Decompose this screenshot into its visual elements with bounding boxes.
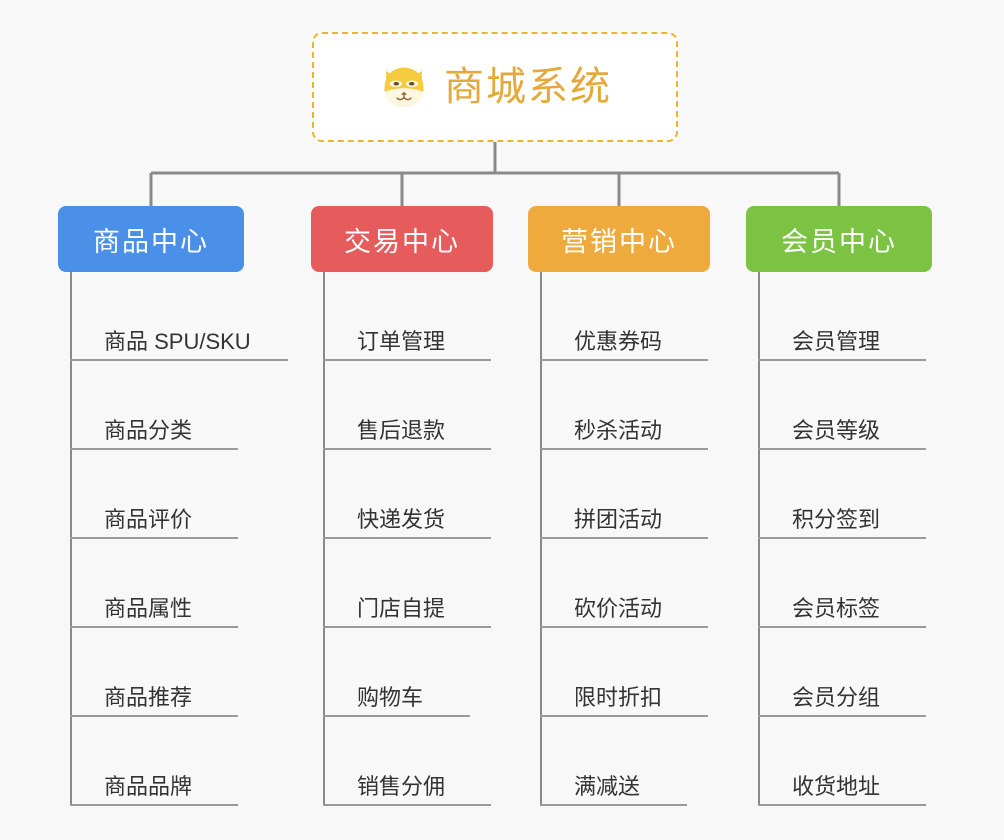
leaf-item-label: 商品 SPU/SKU: [104, 328, 251, 354]
leaf-item[interactable]: 商品评价: [70, 450, 244, 539]
leaf-item[interactable]: 会员标签: [758, 539, 932, 628]
leaf-underline: [540, 804, 687, 806]
leaf-underline: [540, 359, 708, 361]
leaf-item-label: 积分签到: [792, 506, 881, 532]
leaf-item-label: 门店自提: [357, 595, 446, 621]
branch-spine: [70, 272, 72, 806]
leaf-item-label: 订单管理: [357, 328, 446, 354]
leaf-item-label: 商品分类: [104, 417, 193, 443]
leaf-item-label: 商品推荐: [104, 684, 193, 710]
branch-header-label: 会员中心: [781, 226, 897, 257]
leaf-underline: [323, 715, 470, 717]
leaf-underline: [70, 537, 238, 539]
leaf-underline: [758, 804, 926, 806]
leaf-underline: [540, 626, 708, 628]
leaf-item[interactable]: 商品 SPU/SKU: [70, 272, 288, 361]
leaf-item[interactable]: 限时折扣: [540, 628, 710, 717]
leaf-item[interactable]: 销售分佣: [323, 717, 493, 806]
branch-header-label: 商品中心: [93, 226, 209, 257]
leaf-underline: [758, 626, 926, 628]
leaf-item[interactable]: 售后退款: [323, 361, 493, 450]
root-node[interactable]: 商城系统: [312, 32, 678, 142]
leaf-item-label: 快递发货: [357, 506, 446, 532]
leaf-item-label: 商品属性: [104, 595, 193, 621]
leaf-item[interactable]: 会员等级: [758, 361, 932, 450]
leaf-item-label: 会员标签: [792, 595, 881, 621]
branch-header-label: 营销中心: [561, 226, 677, 257]
leaf-underline: [70, 626, 238, 628]
branch-spine: [758, 272, 760, 806]
leaf-item[interactable]: 门店自提: [323, 539, 493, 628]
leaf-underline: [323, 359, 491, 361]
leaf-underline: [70, 359, 288, 361]
leaf-list: 优惠券码秒杀活动拼团活动砍价活动限时折扣满减送: [528, 272, 710, 806]
leaf-underline: [758, 448, 926, 450]
root-title: 商城系统: [444, 65, 612, 109]
leaf-item-label: 购物车: [357, 684, 424, 710]
leaf-item-label: 会员管理: [792, 328, 881, 354]
leaf-underline: [758, 537, 926, 539]
branch-header[interactable]: 商品中心: [58, 206, 244, 272]
branch-header[interactable]: 交易中心: [311, 206, 493, 272]
leaf-item[interactable]: 商品属性: [70, 539, 244, 628]
leaf-item-label: 秒杀活动: [574, 417, 663, 443]
branch-spine: [323, 272, 325, 806]
leaf-item-label: 销售分佣: [357, 773, 446, 799]
branch-column: 营销中心优惠券码秒杀活动拼团活动砍价活动限时折扣满减送: [528, 206, 710, 806]
branch-header-label: 交易中心: [344, 226, 460, 257]
leaf-item[interactable]: 拼团活动: [540, 450, 710, 539]
leaf-item[interactable]: 商品分类: [70, 361, 244, 450]
leaf-underline: [323, 537, 491, 539]
branch-column: 交易中心订单管理售后退款快递发货门店自提购物车销售分佣: [311, 206, 493, 806]
leaf-underline: [758, 359, 926, 361]
leaf-item[interactable]: 秒杀活动: [540, 361, 710, 450]
leaf-item-label: 商品评价: [104, 506, 193, 532]
shiba-dog-face-icon: [384, 67, 424, 107]
leaf-item[interactable]: 满减送: [540, 717, 710, 806]
leaf-item[interactable]: 优惠券码: [540, 272, 710, 361]
leaf-underline: [323, 448, 491, 450]
leaf-item[interactable]: 积分签到: [758, 450, 932, 539]
branch-column: 会员中心会员管理会员等级积分签到会员标签会员分组收货地址: [746, 206, 932, 806]
leaf-item[interactable]: 订单管理: [323, 272, 493, 361]
leaf-underline: [540, 537, 708, 539]
leaf-item[interactable]: 收货地址: [758, 717, 932, 806]
leaf-underline: [323, 804, 491, 806]
leaf-list: 订单管理售后退款快递发货门店自提购物车销售分佣: [311, 272, 493, 806]
branch-column: 商品中心商品 SPU/SKU 商品分类商品评价商品属性商品推荐商品品牌: [58, 206, 288, 806]
leaf-item-label: 拼团活动: [574, 506, 663, 532]
leaf-underline: [70, 715, 238, 717]
leaf-item[interactable]: 商品品牌: [70, 717, 244, 806]
leaf-item-label: 砍价活动: [574, 595, 663, 621]
leaf-item[interactable]: 会员管理: [758, 272, 932, 361]
leaf-item[interactable]: 快递发货: [323, 450, 493, 539]
leaf-item[interactable]: 砍价活动: [540, 539, 710, 628]
leaf-list: 会员管理会员等级积分签到会员标签会员分组收货地址: [746, 272, 932, 806]
leaf-item-label: 收货地址: [792, 773, 881, 799]
leaf-list: 商品 SPU/SKU 商品分类商品评价商品属性商品推荐商品品牌: [58, 272, 288, 806]
leaf-underline: [758, 715, 926, 717]
leaf-item-label: 满减送: [574, 773, 641, 799]
branch-spine: [540, 272, 542, 806]
leaf-item[interactable]: 购物车: [323, 628, 493, 717]
leaf-item[interactable]: 会员分组: [758, 628, 932, 717]
leaf-underline: [70, 448, 238, 450]
leaf-underline: [540, 715, 708, 717]
leaf-underline: [70, 804, 238, 806]
leaf-underline: [540, 448, 708, 450]
leaf-item[interactable]: 商品推荐: [70, 628, 244, 717]
leaf-underline: [323, 626, 491, 628]
leaf-item-label: 商品品牌: [104, 773, 193, 799]
leaf-item-label: 优惠券码: [574, 328, 663, 354]
leaf-item-label: 售后退款: [357, 417, 446, 443]
branch-header[interactable]: 会员中心: [746, 206, 932, 272]
leaf-item-label: 限时折扣: [574, 684, 663, 710]
leaf-item-label: 会员等级: [792, 417, 881, 443]
branch-header[interactable]: 营销中心: [528, 206, 710, 272]
leaf-item-label: 会员分组: [792, 684, 881, 710]
